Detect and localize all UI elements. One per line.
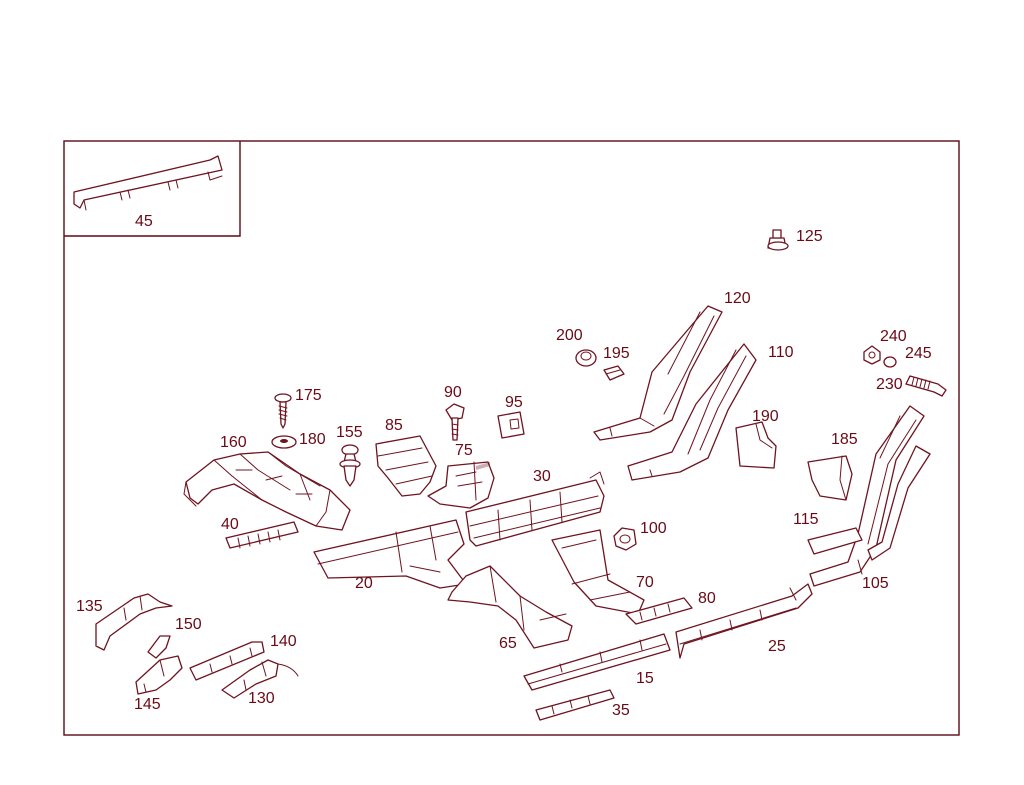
label-15: 15: [636, 670, 654, 687]
label-120: 120: [724, 290, 751, 307]
label-180: 180: [299, 431, 326, 448]
label-145: 145: [134, 696, 161, 713]
part-240[interactable]: [863, 345, 881, 365]
label-30: 30: [533, 468, 551, 485]
inset-frame: [64, 141, 241, 237]
part-70[interactable]: [551, 529, 645, 615]
part-175[interactable]: [274, 393, 292, 429]
label-40: 40: [221, 516, 239, 533]
part-105[interactable]: [809, 405, 931, 587]
part-150[interactable]: [147, 635, 171, 659]
label-25: 25: [768, 638, 786, 655]
label-125: 125: [796, 228, 823, 245]
label-45: 45: [135, 213, 153, 230]
label-140: 140: [270, 633, 297, 650]
label-190: 190: [752, 408, 779, 425]
part-15[interactable]: [523, 633, 671, 691]
label-175: 175: [295, 387, 322, 404]
part-30[interactable]: [465, 471, 605, 547]
part-135[interactable]: [95, 593, 173, 651]
label-185: 185: [831, 431, 858, 448]
part-130[interactable]: [221, 659, 299, 699]
label-95: 95: [505, 394, 523, 411]
part-100[interactable]: [613, 527, 637, 551]
part-145[interactable]: [135, 655, 183, 695]
label-135: 135: [76, 598, 103, 615]
part-65[interactable]: [447, 565, 573, 649]
label-100: 100: [640, 520, 667, 537]
label-105: 105: [862, 575, 889, 592]
part-25[interactable]: [675, 583, 813, 659]
part-90[interactable]: [445, 403, 465, 441]
part-40[interactable]: [225, 521, 299, 549]
label-155: 155: [336, 424, 363, 441]
part-155[interactable]: [339, 444, 361, 487]
part-110[interactable]: [627, 343, 757, 481]
label-150: 150: [175, 616, 202, 633]
part-160[interactable]: [183, 451, 351, 531]
label-75: 75: [455, 442, 473, 459]
part-95[interactable]: [497, 411, 525, 439]
label-70: 70: [636, 574, 654, 591]
part-140[interactable]: [189, 641, 265, 681]
label-80: 80: [698, 590, 716, 607]
part-125[interactable]: [767, 229, 789, 251]
label-200: 200: [556, 327, 583, 344]
part-230[interactable]: [905, 375, 947, 397]
part-75[interactable]: [427, 461, 495, 509]
part-80[interactable]: [625, 597, 693, 625]
part-20[interactable]: [313, 519, 467, 589]
label-245: 245: [905, 345, 932, 362]
label-160: 160: [220, 434, 247, 451]
label-195: 195: [603, 345, 630, 362]
label-240: 240: [880, 328, 907, 345]
part-190[interactable]: [735, 421, 777, 469]
label-115: 115: [793, 511, 819, 528]
label-90: 90: [444, 384, 462, 401]
part-185[interactable]: [807, 455, 853, 501]
part-45[interactable]: [73, 155, 223, 211]
part-120[interactable]: [593, 305, 723, 441]
label-35: 35: [612, 702, 630, 719]
label-230: 230: [876, 376, 903, 393]
part-180[interactable]: [271, 435, 297, 449]
label-65: 65: [499, 635, 517, 652]
part-115[interactable]: [807, 527, 863, 555]
part-85[interactable]: [375, 435, 437, 497]
part-245[interactable]: [883, 356, 897, 368]
diagram-frame: [63, 140, 960, 736]
label-110: 110: [768, 344, 794, 361]
label-20: 20: [355, 575, 373, 592]
part-35[interactable]: [535, 689, 615, 721]
part-200[interactable]: [575, 349, 597, 367]
label-85: 85: [385, 417, 403, 434]
part-195[interactable]: [603, 365, 625, 381]
label-130: 130: [248, 690, 275, 707]
